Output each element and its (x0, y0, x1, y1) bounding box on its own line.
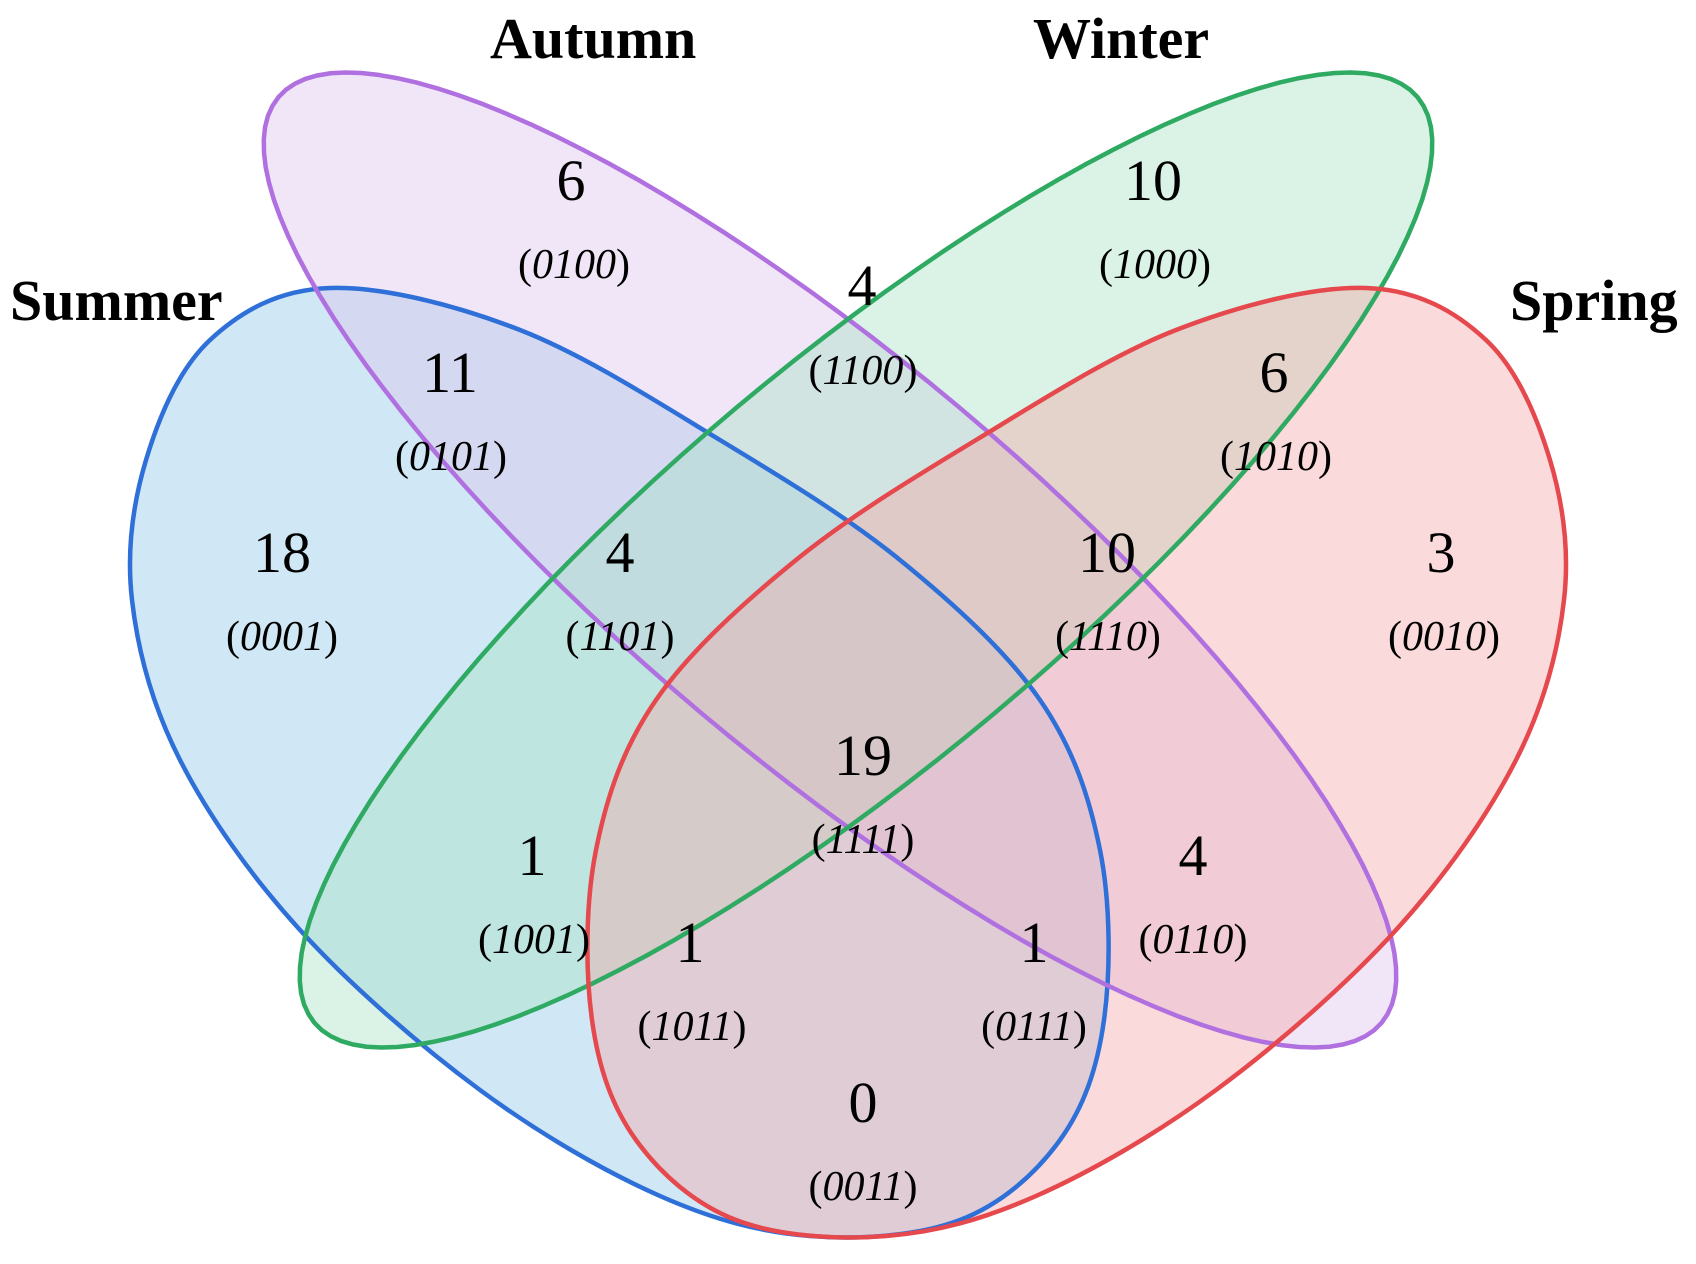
winter-fill (299, 72, 1433, 1048)
region-code: (1001) (478, 917, 590, 963)
region-1010: 6 (1010) (1220, 340, 1332, 480)
region-0010: 3 (0010) (1388, 520, 1500, 660)
region-labels: 6 (0100) 10 (1000) 4 (1100) 11 (0101) 6 … (226, 148, 1500, 1210)
region-code: (1000) (1099, 242, 1211, 288)
region-count: 0 (849, 1070, 878, 1135)
region-code: (0101) (395, 434, 507, 480)
region-1111: 19 (1111) (812, 723, 915, 863)
region-code: (0011) (809, 1164, 918, 1210)
region-count: 4 (606, 520, 635, 585)
spring-fill (587, 287, 1567, 1238)
region-code: (0111) (981, 1004, 1087, 1050)
autumn-outline (261, 70, 1399, 1050)
region-code: (0001) (226, 614, 338, 660)
region-code: (0110) (1139, 917, 1248, 963)
region-count: 6 (557, 148, 586, 213)
region-0101: 11 (0101) (395, 340, 507, 480)
region-1001: 1 (1001) (478, 823, 590, 963)
region-code: (1111) (812, 817, 915, 863)
region-0111: 1 (0111) (981, 910, 1087, 1050)
region-code: (0010) (1388, 614, 1500, 660)
set-label-spring: Spring (1510, 268, 1678, 333)
region-count: 4 (848, 253, 877, 318)
spring-outline (585, 285, 1569, 1240)
region-code: (1011) (638, 1004, 747, 1050)
region-count: 4 (1179, 823, 1208, 888)
region-1011: 1 (1011) (638, 910, 747, 1050)
region-count: 1 (1020, 910, 1049, 975)
set-label-autumn: Autumn (490, 6, 696, 71)
region-count: 10 (1124, 148, 1182, 213)
summer-fill (129, 287, 1109, 1238)
region-count: 6 (1260, 340, 1289, 405)
region-count: 18 (253, 520, 311, 585)
region-count: 19 (834, 723, 892, 788)
region-1110: 10 (1110) (1055, 520, 1161, 660)
region-0001: 18 (0001) (226, 520, 338, 660)
set-fills (129, 72, 1567, 1238)
region-count: 10 (1078, 520, 1136, 585)
region-count: 1 (676, 910, 705, 975)
region-count: 3 (1427, 520, 1456, 585)
region-0100: 6 (0100) (518, 148, 630, 288)
winter-outline (297, 70, 1435, 1050)
set-outlines (127, 70, 1569, 1240)
set-label-summer: Summer (10, 268, 223, 333)
region-count: 1 (518, 823, 547, 888)
region-code: (1101) (566, 614, 675, 660)
region-1100: 4 (1100) (809, 253, 918, 394)
region-1101: 4 (1101) (566, 520, 675, 660)
set-label-winter: Winter (1033, 6, 1209, 71)
region-1000: 10 (1000) (1099, 148, 1211, 288)
region-0011: 0 (0011) (809, 1070, 918, 1210)
region-code: (0100) (518, 242, 630, 288)
region-0110: 4 (0110) (1139, 823, 1248, 963)
region-code: (1110) (1055, 614, 1161, 660)
autumn-fill (263, 72, 1397, 1048)
region-code: (1100) (809, 348, 918, 394)
region-count: 11 (422, 340, 478, 405)
region-code: (1010) (1220, 434, 1332, 480)
